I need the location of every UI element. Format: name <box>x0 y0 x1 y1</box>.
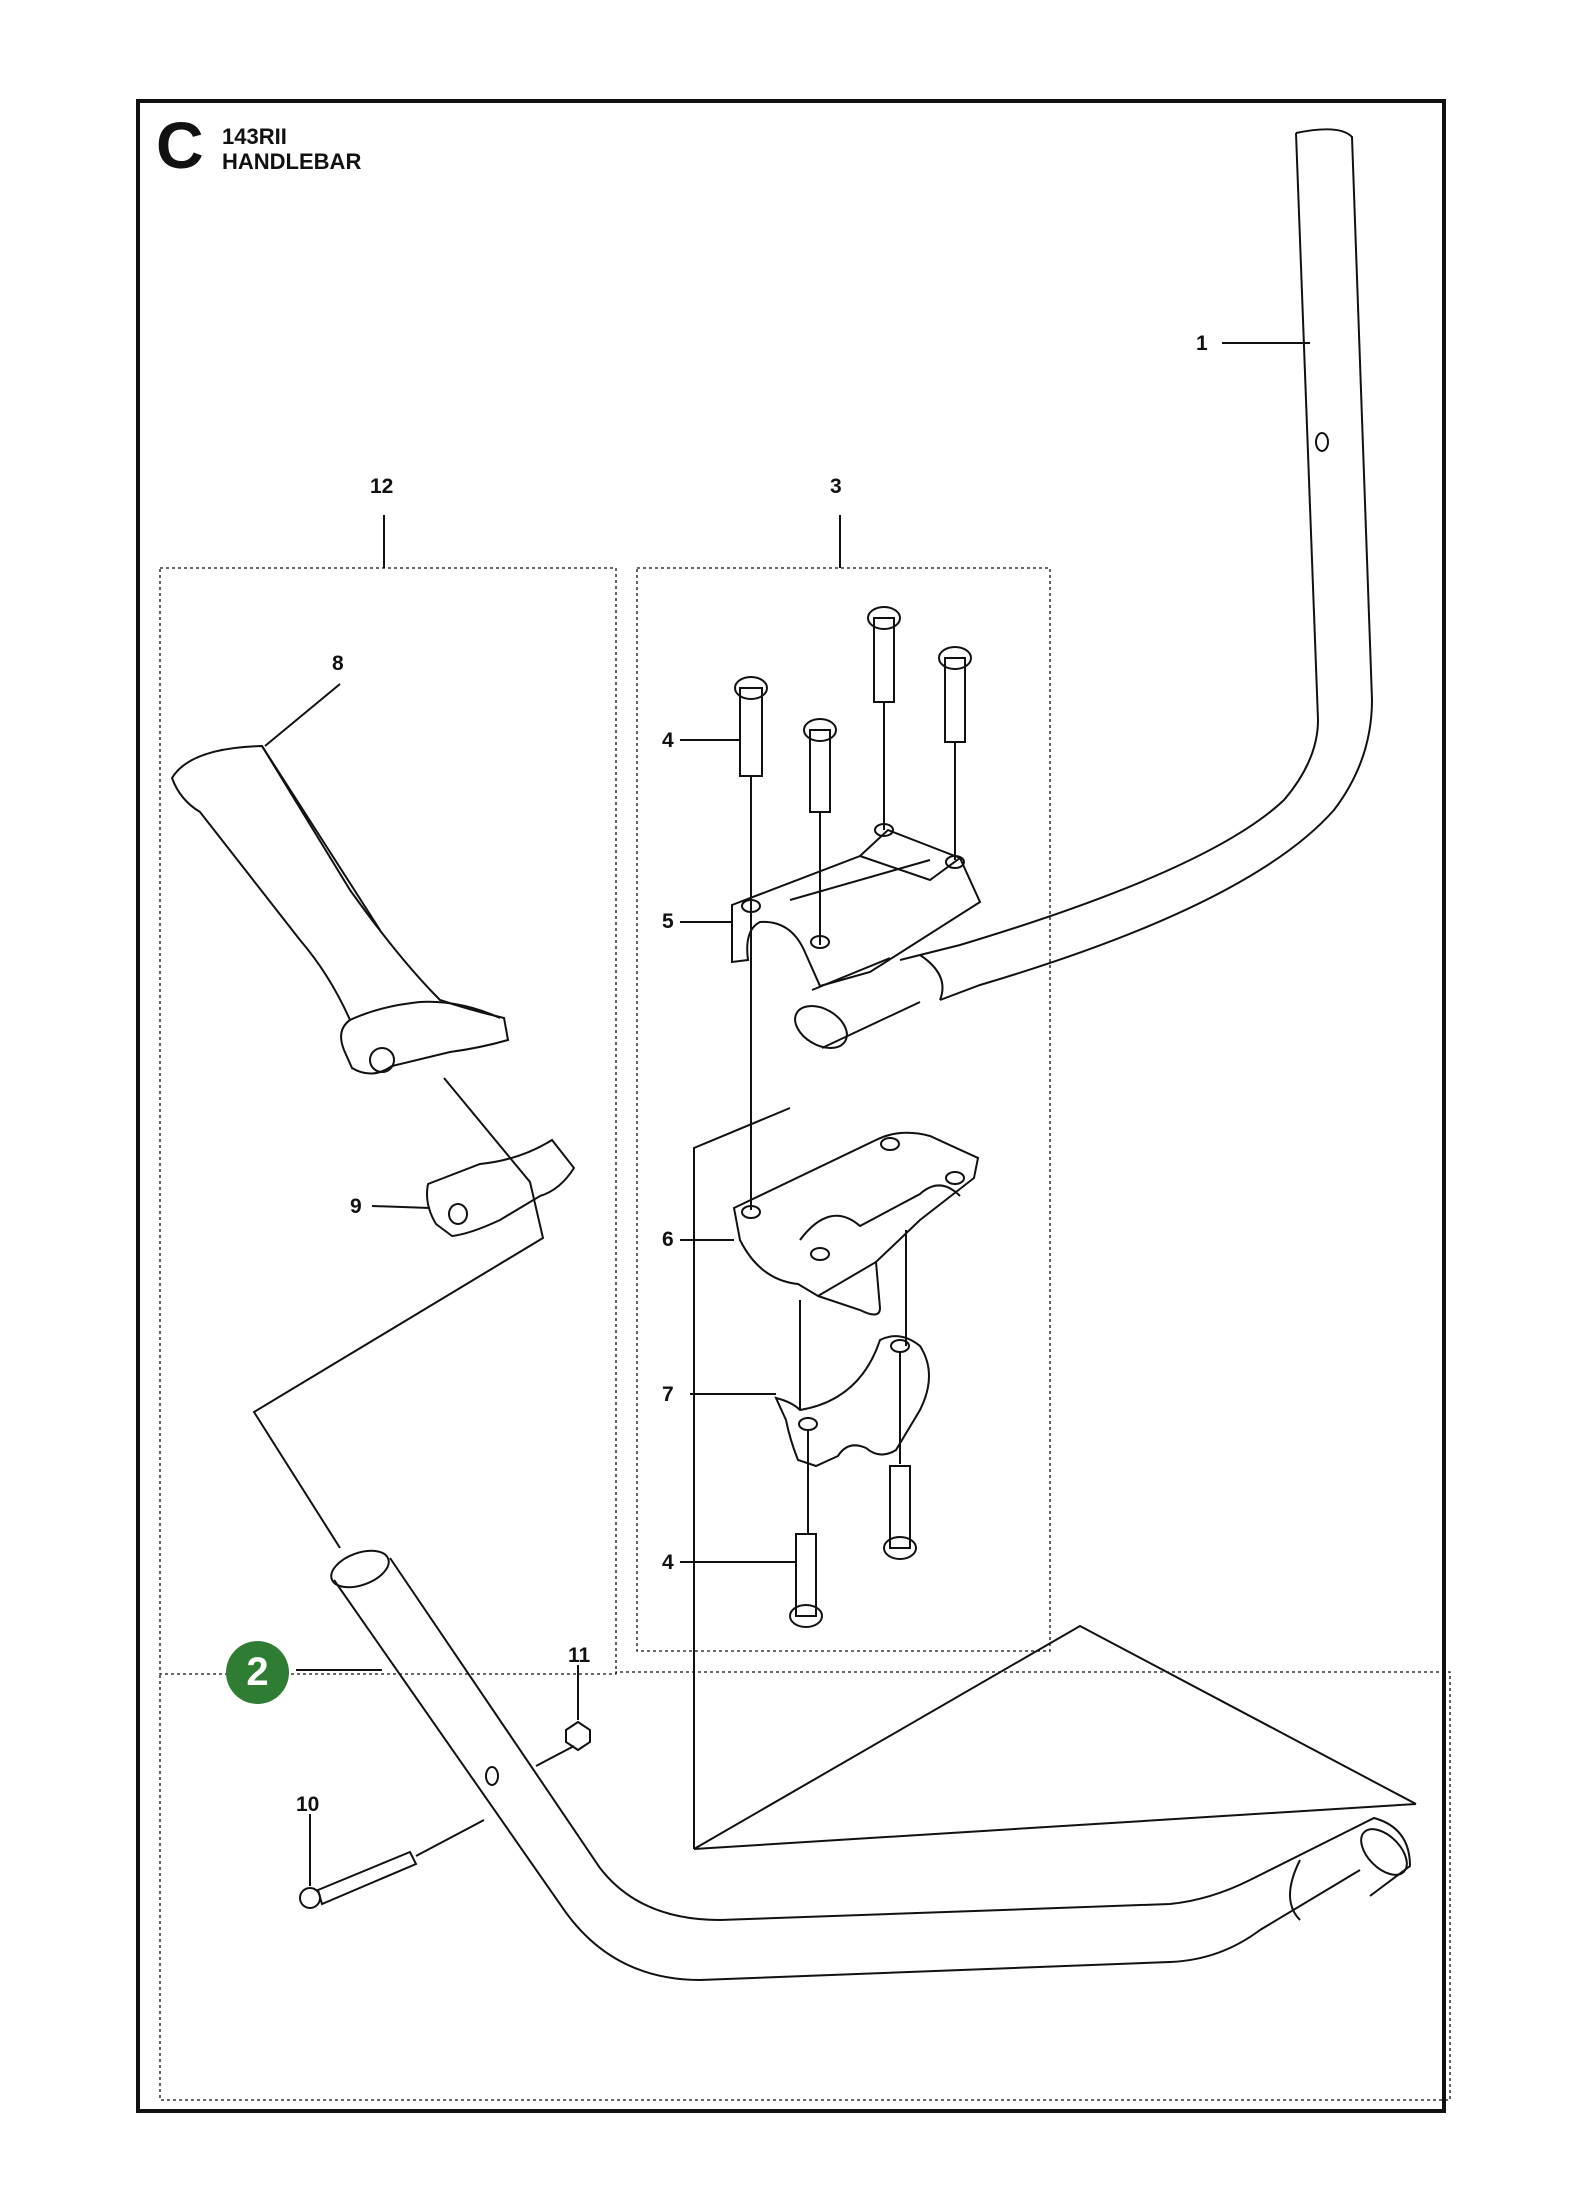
grip-8 <box>170 683 510 1075</box>
callout-12: 12 <box>370 475 394 498</box>
callout-5: 5 <box>662 910 674 933</box>
group-box-lower <box>159 1671 1451 2101</box>
clip-9 <box>371 1138 576 1238</box>
callout-3: 3 <box>830 475 842 498</box>
clamp-upper-5 <box>680 823 982 988</box>
callout-10: 10 <box>296 1793 320 1816</box>
group-box-3 <box>636 567 1051 1652</box>
diagram-title: HANDLEBAR <box>222 149 362 174</box>
tube-end <box>794 954 944 1049</box>
clamp-lower-6 <box>680 1131 980 1410</box>
callout-4-bottom: 4 <box>662 1551 674 1574</box>
callout-7: 7 <box>662 1383 674 1406</box>
section-letter: C <box>156 108 204 182</box>
group-box-12 <box>159 567 617 1675</box>
upper-tube-1 <box>899 128 1374 1001</box>
nut-11 <box>535 1665 591 1767</box>
callout-9: 9 <box>350 1195 362 1218</box>
callout-11: 11 <box>568 1644 591 1667</box>
screws-bottom <box>680 1465 917 1628</box>
callout-1: 1 <box>1196 332 1208 355</box>
screw-10 <box>299 1814 485 1909</box>
screws-top <box>680 606 972 1210</box>
callout-6: 6 <box>662 1228 674 1251</box>
callout-2-highlight-badge: 2 <box>226 1641 289 1704</box>
callout-8: 8 <box>332 652 344 675</box>
diagram-frame <box>136 99 1446 2113</box>
lower-tube-2 <box>296 1549 1412 1982</box>
callout-4-top: 4 <box>662 729 674 752</box>
saddle-7 <box>690 1335 930 1534</box>
model-name: 143RII <box>222 124 287 149</box>
